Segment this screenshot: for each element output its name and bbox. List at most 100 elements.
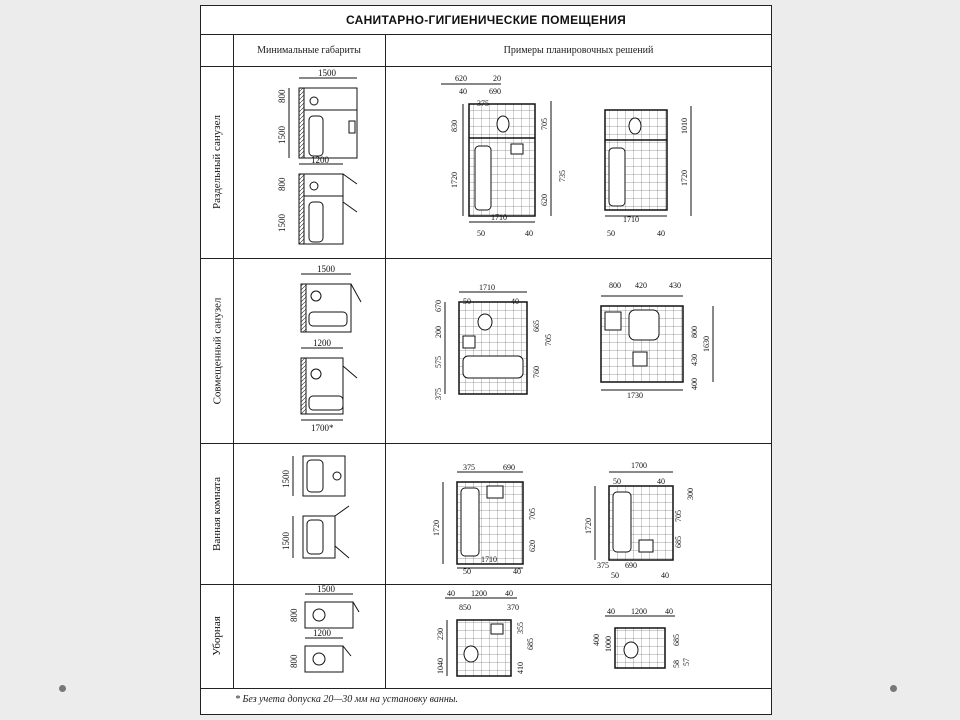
dim-r4e1-3: 850 — [459, 603, 471, 612]
dim-r2e1-5: 575 — [434, 356, 443, 368]
dim-r4e2-4: 1000 — [604, 636, 613, 652]
row3-example-plan-b — [594, 471, 674, 561]
dim-r2e2-2: 430 — [669, 281, 681, 290]
dim-r2e2-3: 430 — [690, 354, 699, 366]
dim-r1m2-width: 1200 — [311, 155, 330, 165]
dim-r1m1-depth: 800 — [277, 89, 287, 103]
dim-r3e1-9: 50 — [463, 567, 471, 576]
row4-min-plan-b — [304, 637, 352, 673]
dim-r1m1-width: 1500 — [318, 68, 337, 78]
dim-r3e1-5: 705 — [528, 508, 537, 520]
dim-r3e1-0: 375 — [463, 463, 475, 472]
dim-r2e2-4: 800 — [690, 326, 699, 338]
dim-r2e1-2: 40 — [511, 297, 519, 306]
table-title: САНИТАРНО-ГИГИЕНИЧЕСКИЕ ПОМЕЩЕНИЯ — [345, 13, 627, 27]
dim-r1e1-16: 620 — [540, 194, 549, 206]
dim-r4e2-6: 58 — [672, 660, 681, 668]
dim-r1e1-9: 50 — [477, 229, 485, 238]
row3-min-plan-b — [292, 505, 350, 559]
dim-r2e1-8: 665 — [532, 320, 541, 332]
dim-r4e1-1: 1200 — [471, 589, 487, 598]
nav-dot-right[interactable] — [890, 685, 897, 692]
dim-r2e1-10: 760 — [532, 366, 541, 378]
row1-min-plan-a — [288, 77, 358, 159]
dim-r4e1-9: 685 — [526, 638, 535, 650]
dim-r1e1-8: 1710 — [491, 213, 507, 222]
dim-r1e1-0: 620 — [455, 74, 467, 83]
dim-r3e2-1: 50 — [613, 477, 621, 486]
divider-title — [201, 34, 771, 35]
dim-r3e2-6: 705 — [674, 510, 683, 522]
dim-r1m2-depth: 800 — [277, 177, 287, 191]
dim-r1e1-5: 830 — [450, 120, 459, 132]
dim-r3e1-1: 690 — [503, 463, 515, 472]
row2-example-plan-b — [600, 295, 714, 391]
column-divider-examples — [385, 34, 386, 688]
dim-r3m2-length: 1500 — [281, 532, 291, 551]
dim-r2e1-4: 200 — [434, 326, 443, 338]
divider-header — [201, 66, 771, 67]
dim-r3e1-6: 620 — [528, 540, 537, 552]
dim-r3e2-0: 1700 — [631, 461, 647, 470]
dim-r1e2-4: 1720 — [680, 170, 689, 186]
header-min-dimensions: Минимальные габариты — [257, 44, 361, 56]
dim-r4m2-depth: 800 — [289, 654, 299, 668]
divider-row1 — [201, 258, 771, 259]
dim-r4m1-width: 1500 — [317, 584, 336, 594]
dim-r4m2-width: 1200 — [313, 628, 332, 638]
dim-r3e2-4: 300 — [686, 488, 695, 500]
row2-example-plan-a — [444, 291, 528, 395]
dim-r4e1-0: 40 — [447, 589, 455, 598]
footnote: * Без учета допуска 20—30 мм на установк… — [235, 694, 459, 705]
dim-r3m1-length: 1500 — [281, 470, 291, 489]
dim-r4e1-4: 370 — [507, 603, 519, 612]
dim-r4e2-0: 40 — [607, 607, 615, 616]
dim-r1e2-8: 40 — [657, 229, 665, 238]
dim-r2m1-width: 1500 — [317, 264, 336, 274]
row1-example-plan-b — [604, 106, 692, 217]
row2-min-plan-b — [300, 347, 358, 421]
dim-r3e2-2: 40 — [657, 477, 665, 486]
dim-r1e1-15: 735 — [558, 170, 567, 182]
dim-r2m2-width: 1200 — [313, 338, 332, 348]
dim-r1e1-4: 375 — [477, 99, 489, 108]
dim-r4e1-10: 410 — [516, 662, 525, 674]
divider-row3 — [201, 584, 771, 585]
dim-r3e2-10: 50 — [611, 571, 619, 580]
dim-r1e1-1: 20 — [493, 74, 501, 83]
dim-r4e2-1: 1200 — [631, 607, 647, 616]
dim-r1e2-1: 1010 — [680, 118, 689, 134]
dim-r2e1-6: 375 — [434, 388, 443, 400]
dim-r3e2-11: 40 — [661, 571, 669, 580]
dim-r4e2-7: 57 — [682, 658, 691, 666]
row3-min-plan-a — [292, 455, 346, 497]
dim-r2e1-3: 670 — [434, 300, 443, 312]
dim-r3e2-9: 690 — [625, 561, 637, 570]
dim-r3e2-5: 1720 — [584, 518, 593, 534]
dim-r1m1-length: 1500 — [277, 126, 287, 145]
divider-row2 — [201, 443, 771, 444]
row1-min-plan-b — [298, 163, 358, 245]
dim-r3e1-4: 1720 — [432, 520, 441, 536]
dim-r2e2-1: 420 — [635, 281, 647, 290]
dim-r3e2-8: 375 — [597, 561, 609, 570]
dim-r3e1-8: 1710 — [481, 555, 497, 564]
dim-r4m1-depth: 800 — [289, 608, 299, 622]
dim-r1m2-length: 1500 — [277, 214, 287, 233]
dim-r4e1-6: 1040 — [436, 658, 445, 674]
dim-r2e1-1: 50 — [463, 297, 471, 306]
dim-r1e1-2: 40 — [459, 87, 467, 96]
dim-r2e2-0: 800 — [609, 281, 621, 290]
row3-example-plan-a — [442, 471, 524, 569]
dim-r4e2-5: 685 — [672, 634, 681, 646]
dim-r2e1-0: 1710 — [479, 283, 495, 292]
dim-r3e1-10: 40 — [513, 567, 521, 576]
column-divider-labels — [233, 34, 234, 688]
floor-plan-drawings: 1500 800 1500 1200 800 1500 — [277, 68, 714, 677]
dim-r4e1-8: 355 — [516, 622, 525, 634]
nav-dot-left[interactable] — [59, 685, 66, 692]
dim-r4e2-3: 400 — [592, 634, 601, 646]
dim-r2e2-5: 1630 — [702, 336, 711, 352]
row4-example-plan-b — [605, 615, 675, 669]
dim-r2e1-9: 705 — [544, 334, 553, 346]
